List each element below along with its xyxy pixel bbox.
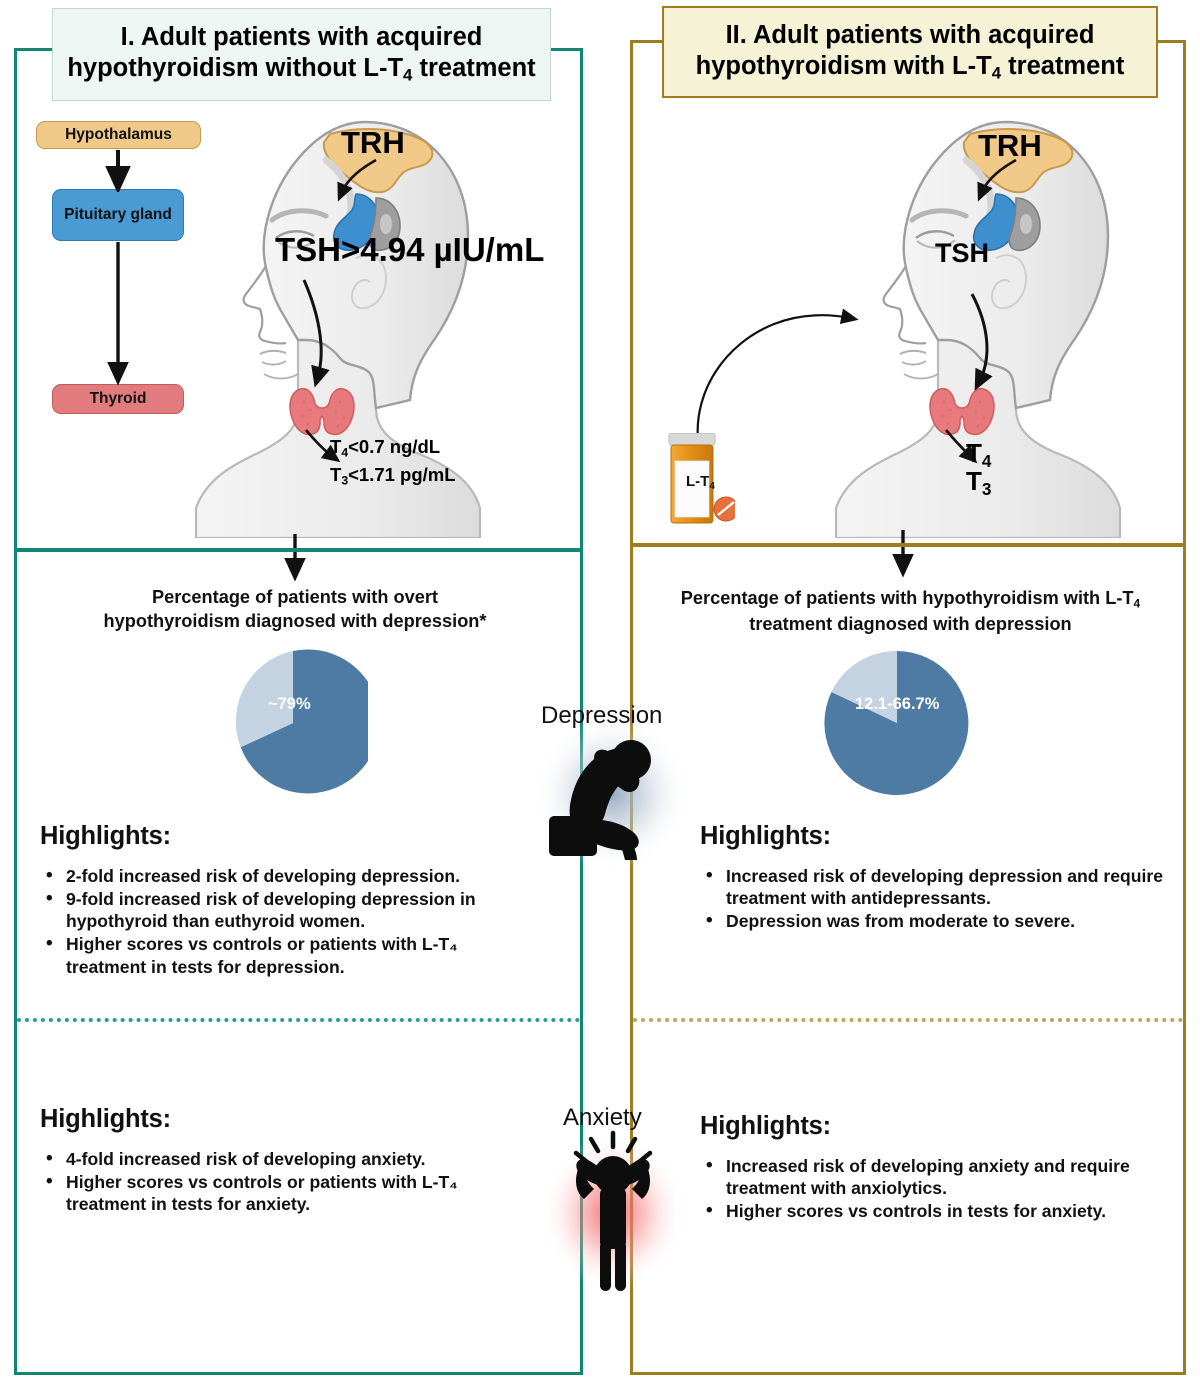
list-item: Increased risk of developing depression …	[700, 864, 1170, 909]
pie-slice-other-right	[831, 650, 897, 723]
flow-label-thyroid: Thyroid	[89, 390, 147, 407]
caption-left-depression-pie: Percentage of patients with overt hypoth…	[60, 585, 530, 633]
highlights-left-depression-list: 2-fold increased risk of developing depr…	[40, 864, 540, 978]
pie-left-value-label: ~79%	[268, 695, 311, 713]
list-item: Increased risk of developing anxiety and…	[700, 1154, 1160, 1199]
pill-bottle-label: L-T4	[686, 473, 715, 492]
highlights-right-depression-title: Highlights:	[700, 822, 831, 850]
divider-right-depression-anxiety	[633, 1018, 1183, 1022]
label-t4-right: T4	[966, 438, 992, 471]
caption-right-line1a: Percentage of patients with hypothyroidi…	[680, 588, 1134, 608]
caption-right-depression-pie: Percentage of patients with hypothyroidi…	[663, 586, 1158, 637]
label-t4-value-left: T4<0.7 ng/dL	[330, 436, 441, 460]
panel-right-title-subscript: 4	[991, 63, 1002, 83]
caption-right-line2: treatment diagnosed with depression	[749, 614, 1072, 635]
highlights-left-anxiety-list: 4-fold increased risk of developing anxi…	[40, 1147, 540, 1215]
list-item: Higher scores vs controls in tests for a…	[700, 1199, 1160, 1223]
list-item: Higher scores vs controls or patients wi…	[40, 1170, 540, 1215]
center-anxiety-title: Anxiety	[563, 1104, 642, 1131]
highlights-right-anxiety-title: Highlights:	[700, 1112, 831, 1140]
panel-left-title-line1: I. Adult patients with acquired	[120, 23, 483, 52]
highlights-left-depression-title: Highlights:	[40, 822, 171, 850]
pie-right-value-label: 12.1-66.7%	[855, 695, 940, 713]
label-tsh-right: TSH	[935, 238, 989, 268]
panel-right-title: II. Adult patients with acquired hypothy…	[662, 6, 1158, 98]
flow-box-hypothalamus: Hypothalamus	[36, 121, 201, 149]
pie-slice-depressed-left	[240, 649, 368, 794]
panel-right-title-line1: II. Adult patients with acquired	[725, 20, 1095, 49]
highlights-right-depression-list: Increased risk of developing depression …	[700, 864, 1170, 933]
pie-slice-depressed-right	[824, 651, 969, 795]
highlights-right-depression: Highlights: Increased risk of developing…	[700, 822, 1170, 933]
flow-box-thyroid: Thyroid	[52, 384, 184, 414]
pie-chart-left-depression	[235, 649, 368, 794]
caption-left-line1: Percentage of patients with overt	[151, 587, 438, 607]
list-item: 2-fold increased risk of developing depr…	[40, 864, 540, 888]
list-item: Higher scores vs controls or patients wi…	[40, 932, 540, 977]
pie-chart-right-depression	[824, 650, 969, 795]
label-tsh-value-left: TSH>4.94 µIU/mL	[275, 231, 545, 268]
divider-left-depression-anxiety	[17, 1018, 580, 1022]
anxiety-figure-icon	[541, 1130, 685, 1291]
flow-label-pituitary: Pituitary gland	[64, 206, 172, 223]
label-trh-left: TRH	[341, 125, 405, 160]
list-item: Depression was from moderate to severe.	[700, 909, 1170, 933]
highlights-left-anxiety: Highlights: 4-fold increased risk of dev…	[40, 1105, 540, 1216]
caption-left-line2: hypothyroidism diagnosed with depression…	[103, 611, 487, 632]
highlights-left-depression: Highlights: 2-fold increased risk of dev…	[40, 822, 540, 979]
caption-right-subscript: 4	[1133, 596, 1141, 611]
depression-figure-icon	[534, 712, 690, 868]
highlights-right-anxiety: Highlights: Increased risk of developing…	[700, 1112, 1160, 1223]
divider-left-diagram-depression	[14, 548, 583, 552]
label-t3-value-left: T3<1.71 pg/mL	[330, 464, 456, 488]
list-item: 4-fold increased risk of developing anxi…	[40, 1147, 540, 1171]
anatomy-head-left	[194, 120, 482, 538]
pill-bottle-icon	[668, 433, 735, 524]
list-item: 9-fold increased risk of developing depr…	[40, 887, 540, 932]
panel-right-title-line2b: treatment	[1001, 51, 1125, 80]
panel-left-title-line2b: treatment	[412, 54, 536, 83]
panel-left-title: I. Adult patients with acquired hypothyr…	[52, 8, 551, 101]
center-depression-title: Depression	[541, 702, 663, 729]
panel-left-title-subscript: 4	[403, 66, 413, 86]
highlights-left-anxiety-title: Highlights:	[40, 1105, 171, 1133]
label-t3-right: T3	[966, 466, 992, 499]
flow-box-pituitary-gland: Pituitary gland	[52, 189, 184, 241]
divider-right-diagram-depression	[630, 543, 1186, 547]
label-trh-right: TRH	[978, 128, 1042, 163]
highlights-right-anxiety-list: Increased risk of developing anxiety and…	[700, 1154, 1160, 1223]
pie-slice-other-left	[235, 651, 293, 748]
anatomy-head-right	[834, 120, 1122, 538]
flow-label-hypothalamus: Hypothalamus	[65, 126, 172, 143]
panel-right-title-line2a: hypothyroidism with L-T	[695, 51, 992, 80]
panel-left-title-line2a: hypothyroidism without L-T	[67, 54, 404, 83]
